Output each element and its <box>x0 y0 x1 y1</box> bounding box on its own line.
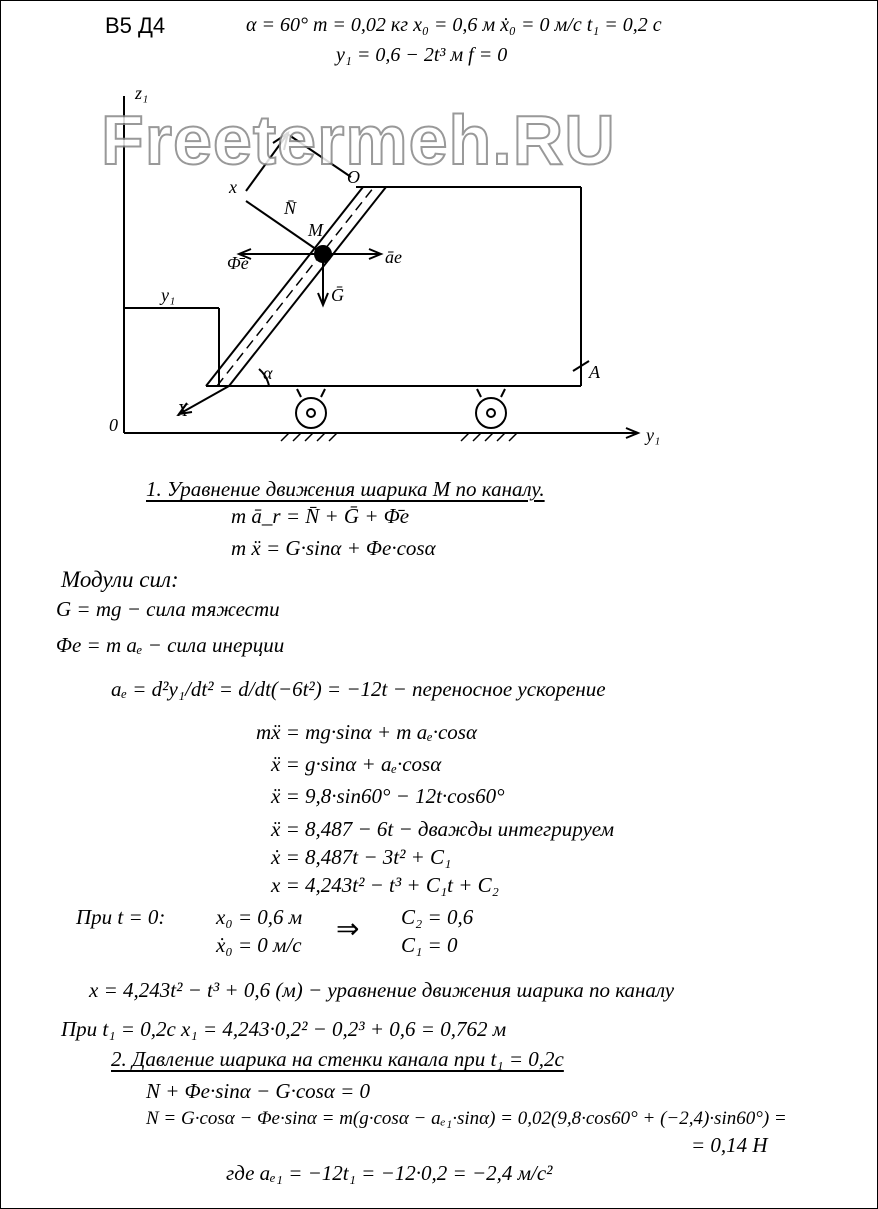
G-label: Ḡ <box>331 285 344 305</box>
diagram-stroke <box>328 432 338 442</box>
diagram-stroke <box>320 388 326 398</box>
x-label: x <box>228 177 237 197</box>
section-2-heading: 2. Давление шарика на стенки канала при … <box>111 1047 564 1071</box>
z-axis-label: z₁ <box>134 83 148 103</box>
diagram-stroke <box>472 432 482 442</box>
diagram-stroke <box>484 432 494 442</box>
equation: x = 4,243t² − t³ + C₁t + C₂ <box>271 873 499 897</box>
equation: ẍ = 9,8·sin60° − 12t·cos60° <box>271 784 505 808</box>
equation: x₀ = 0,6 м <box>216 905 303 929</box>
condition-label: При t = 0: <box>76 905 166 929</box>
diagram-stroke <box>258 368 270 387</box>
equation: При t₁ = 0,2с x₁ = 4,243·0,2² − 0,2³ + 0… <box>61 1017 507 1041</box>
implies-arrow: ⇒ <box>336 914 360 945</box>
diagram-stroke <box>123 96 641 442</box>
x-axis-arrow <box>180 385 230 414</box>
equation: ẍ = g·sinα + aₑ·cosα <box>271 752 442 776</box>
given-params-2: y₁ = 0,6 − 2t³ м f = 0 <box>336 44 508 66</box>
diagram-stroke <box>216 186 375 387</box>
equation: m ā_r = N̄ + Ḡ + Φ̄e <box>231 504 410 528</box>
equation: Φe = m aₑ − сила инерции <box>56 633 285 657</box>
diagram-stroke <box>295 397 327 429</box>
diagram-stroke <box>476 388 482 398</box>
y1-dimension-label: y₁ <box>159 285 175 305</box>
ball-M <box>314 245 332 263</box>
given-params: α = 60° m = 0,02 кг x₀ = 0,6 м ẋ₀ = 0 м/… <box>246 14 662 36</box>
equation: N = G·cosα − Φe·sinα = m(g·cosα − aₑ₁·si… <box>146 1108 787 1129</box>
alpha-label: α <box>263 363 273 383</box>
diagram-stroke <box>486 408 496 418</box>
diagram-stroke <box>500 388 506 398</box>
equation: N + Φe·sinα − G·cosα = 0 <box>146 1079 371 1103</box>
mechanism-diagram: z₁ y₁ 0 O A M x X N̄ Φ̄e āe Ḡ α y₁ <box>109 83 660 445</box>
diagram-stroke <box>285 132 352 178</box>
equation: G = mg − сила тяжести <box>56 597 280 621</box>
diagram-stroke <box>280 432 290 442</box>
equation: где aₑ₁ = −12t₁ = −12·0,2 = −2,4 м/с² <box>226 1161 553 1185</box>
diagram-stroke <box>236 248 252 260</box>
diagram-stroke <box>368 248 384 260</box>
diagram-stroke <box>292 432 302 442</box>
equation: ẋ = 8,487t − 3t² + C₁ <box>271 845 452 869</box>
subheading: Модули сил: <box>61 567 179 592</box>
diagram-stroke <box>272 130 290 151</box>
phi-e-label: Φ̄e <box>227 253 249 273</box>
channel-wall <box>228 186 387 387</box>
diagram-stroke <box>317 292 329 308</box>
result: = 0,14 H <box>691 1133 768 1157</box>
equation: x = 4,243t² − t³ + 0,6 (м) − уравнение д… <box>89 978 675 1002</box>
X-axis-label: X <box>176 400 189 420</box>
equation: ẋ₀ = 0 м/с <box>216 933 302 957</box>
section-1-heading: 1. Уравнение движения шарика M по каналу… <box>146 477 545 501</box>
diagram-stroke <box>306 408 316 418</box>
channel-wall <box>205 186 364 387</box>
diagram-stroke <box>280 432 518 442</box>
diagram-stroke <box>304 432 314 442</box>
variant-label: В5 Д4 <box>105 13 166 38</box>
equation: ẍ = 8,487 − 6t − дважды интегрируем <box>271 817 614 841</box>
diagram-stroke <box>508 432 518 442</box>
y-axis-label: y₁ <box>644 425 660 445</box>
diagram-stroke <box>625 427 641 439</box>
diagram-stroke <box>176 402 193 416</box>
diagram-stroke <box>316 432 326 442</box>
diagram-stroke <box>245 200 324 255</box>
origin-label: 0 <box>109 415 118 435</box>
diagram-stroke <box>296 388 302 398</box>
a-e-label: āe <box>385 247 402 267</box>
point-A-label: A <box>588 362 601 382</box>
diagram-stroke <box>460 432 470 442</box>
diagram-stroke <box>475 397 507 429</box>
diagram-stroke <box>245 135 287 192</box>
N-label: N̄ <box>283 198 297 218</box>
equation: aₑ = d²y₁/dt² = d/dt(−6t²) = −12t − пере… <box>111 677 606 701</box>
point-O-label: O <box>347 167 360 187</box>
equation: mẍ = mg·sinα + m aₑ·cosα <box>256 720 477 744</box>
diagram-stroke <box>496 432 506 442</box>
equation: C₁ = 0 <box>401 933 458 957</box>
watermark: Freetermeh.RU <box>100 101 616 179</box>
equation: m ẍ = G·sinα + Φe·cosα <box>231 536 436 560</box>
diagram-stroke <box>572 360 590 372</box>
point-M-label: M <box>307 220 324 240</box>
equation: C₂ = 0,6 <box>401 905 474 929</box>
